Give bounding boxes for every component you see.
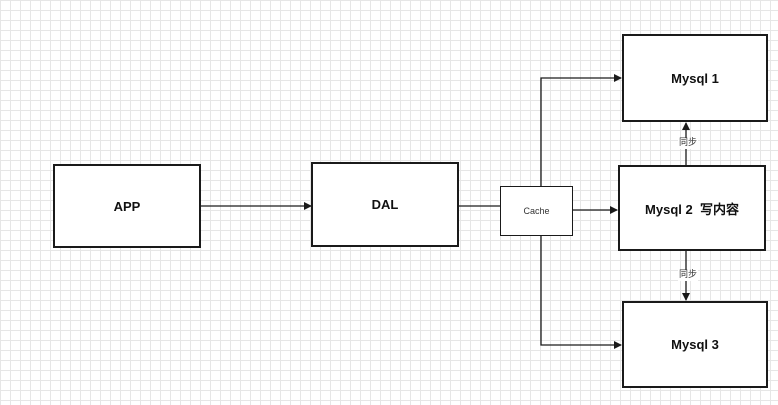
edge-cache-to-mysql3 [540, 236, 622, 349]
cache-node-label: Cache [523, 206, 550, 216]
sync-label-lower: 同步 [678, 270, 699, 281]
mysql3-node-label: Mysql 3 [671, 337, 719, 352]
dal-node-label: DAL [371, 197, 399, 212]
app-node-label: APP [113, 198, 141, 214]
dal-node[interactable]: DAL [311, 162, 459, 247]
cache-node[interactable]: Cache [500, 186, 573, 236]
edge-cache-to-mysql1 [540, 74, 622, 186]
mysql2-node-label: Mysql 2 写内容 [645, 201, 739, 217]
mysql1-node-label: Mysql 1 [671, 70, 719, 86]
sync-label-upper: 同步 [678, 138, 699, 149]
app-node[interactable]: APP [53, 164, 201, 248]
mysql2-node[interactable]: Mysql 2 写内容 [618, 165, 766, 251]
mysql1-node[interactable]: Mysql 1 [622, 34, 768, 122]
mysql3-node[interactable]: Mysql 3 [622, 301, 768, 388]
